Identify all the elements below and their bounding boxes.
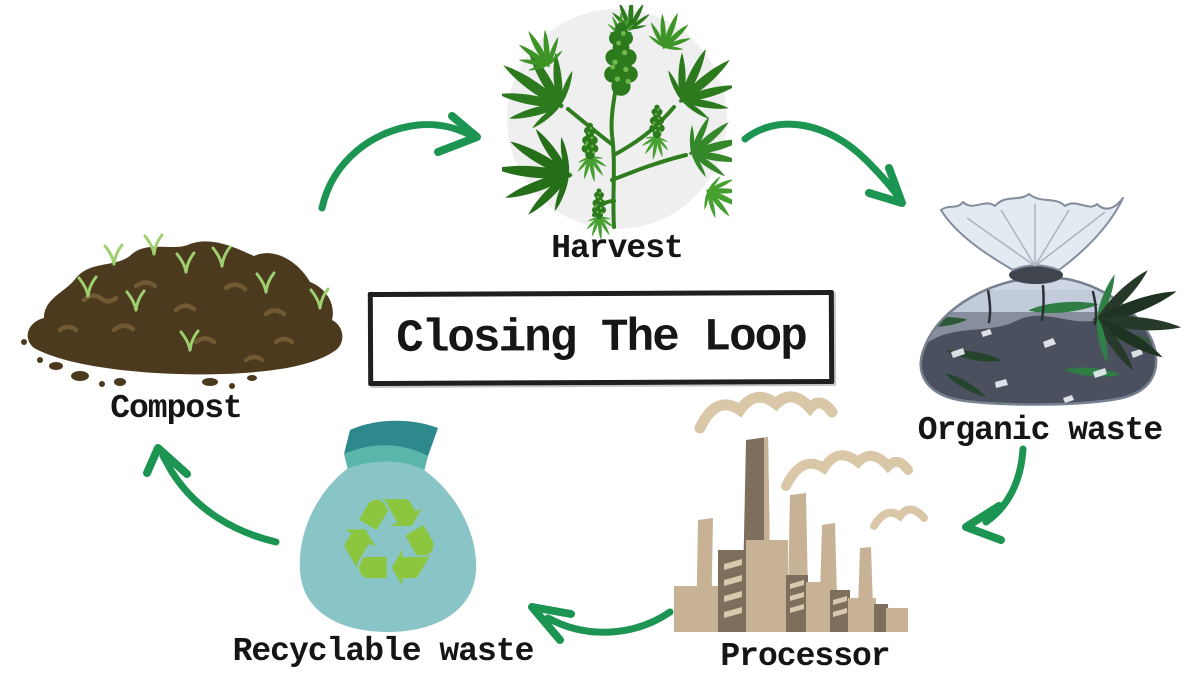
- cannabis-plant-icon: [502, 5, 732, 240]
- arrow-recyclable-waste-to-compost: [143, 444, 280, 546]
- smoke-icon: [694, 391, 928, 530]
- arrow-organic-waste-to-processor: [962, 445, 1027, 544]
- factory-icon: [674, 391, 928, 632]
- soil-pile-icon: [21, 233, 343, 389]
- sprout-icon: [77, 233, 330, 352]
- page-title: Closing The Loop: [396, 311, 806, 365]
- recycle-icon: ♻: [334, 472, 444, 614]
- recycle-bag-icon: [299, 420, 477, 632]
- arrow-harvest-to-organic-waste: [741, 120, 906, 207]
- trash-bag-with-leaves-icon: [919, 193, 1182, 406]
- organic-waste-label: Organic waste: [917, 412, 1163, 449]
- harvest-label: Harvest: [551, 230, 684, 267]
- title-box: Closing The Loop: [367, 289, 835, 387]
- arrow-processor-to-recyclable-waste: [528, 603, 674, 644]
- processor-label: Processor: [720, 638, 890, 675]
- compost-label: Compost: [110, 390, 243, 427]
- arrow-compost-to-harvest: [318, 112, 481, 212]
- recyclable-waste-label: Recyclable waste: [232, 633, 535, 670]
